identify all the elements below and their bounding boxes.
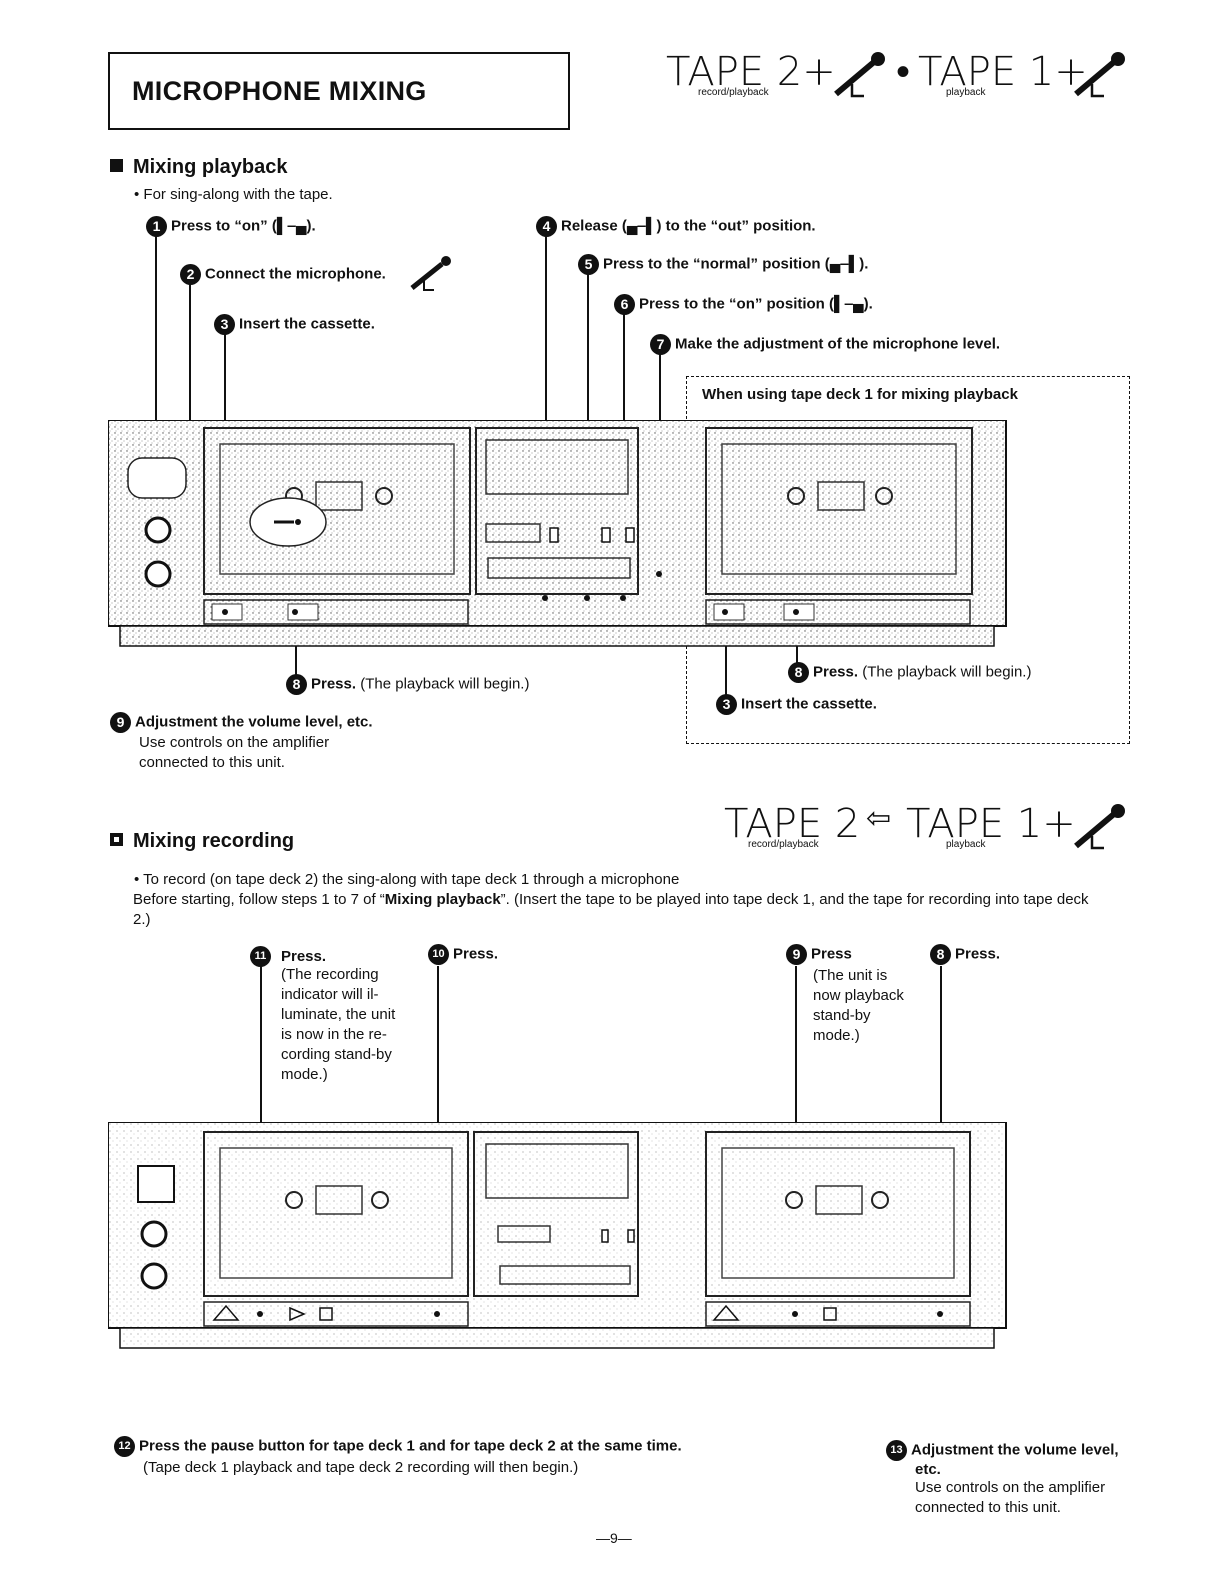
- rec-step-11-text: Press. (The recording indicator will il-…: [281, 948, 396, 1083]
- tape2-label: TAPE 2+: [666, 49, 836, 95]
- tape1-sublabel: playback: [946, 839, 986, 850]
- arrow-left-icon: ⇦: [866, 801, 892, 836]
- microphone-icon: [410, 256, 451, 291]
- rec-step-11: 11: [250, 946, 275, 967]
- formula-mixing-playback: TAPE 2+: [666, 52, 836, 92]
- microphone-icon: [1074, 52, 1125, 98]
- leader-line: [545, 236, 547, 598]
- intro-text: • For sing-along with the tape.: [134, 186, 333, 203]
- step-9-note: Use controls on the amplifier connected …: [139, 734, 330, 771]
- leader-line: [155, 236, 157, 468]
- microphone-icon: [834, 52, 885, 98]
- rec-step-13-text: etc. Use controls on the amplifier conne…: [915, 1461, 1106, 1516]
- cassette-deck-illustration: [108, 420, 1007, 647]
- cassette-deck-illustration: [108, 1122, 1007, 1349]
- formula-bullet: •: [896, 49, 911, 95]
- tape1-label: TAPE 1+: [918, 49, 1088, 95]
- tape1-label: TAPE 1+: [906, 801, 1076, 847]
- square-bullet-icon: [110, 159, 123, 172]
- leader-line: [725, 606, 727, 696]
- title-box: [108, 52, 570, 130]
- tape2-label: TAPE 2: [724, 801, 861, 847]
- page-number: —9—: [596, 1530, 632, 1546]
- section-heading-mixing-recording: Mixing recording: [110, 830, 294, 853]
- leader-line: [189, 284, 191, 514]
- recording-intro: • To record (on tape deck 2) the sing-al…: [134, 871, 680, 888]
- recording-instructions: Before starting, follow steps 1 to 7 of …: [133, 891, 1089, 928]
- microphone-icon: [1074, 804, 1125, 850]
- rec-step-9-text: (The unit is now playback stand-by mode.…: [813, 967, 904, 1044]
- formula-mixing-recording: TAPE 2: [724, 804, 860, 844]
- page-title: MICROPHONE MIXING: [132, 76, 427, 106]
- rec-step-12-note: (Tape deck 1 playback and tape deck 2 re…: [143, 1459, 579, 1476]
- section-heading-mixing-playback: Mixing playback: [110, 156, 288, 179]
- tape2-sublabel: record/playback: [698, 87, 769, 98]
- tape2-sublabel: record/playback: [748, 839, 819, 850]
- tape1-sublabel: playback: [946, 87, 986, 98]
- square-bullet-icon: [110, 833, 123, 846]
- deck1-box-title: When using tape deck 1 for mixing playba…: [702, 386, 1018, 403]
